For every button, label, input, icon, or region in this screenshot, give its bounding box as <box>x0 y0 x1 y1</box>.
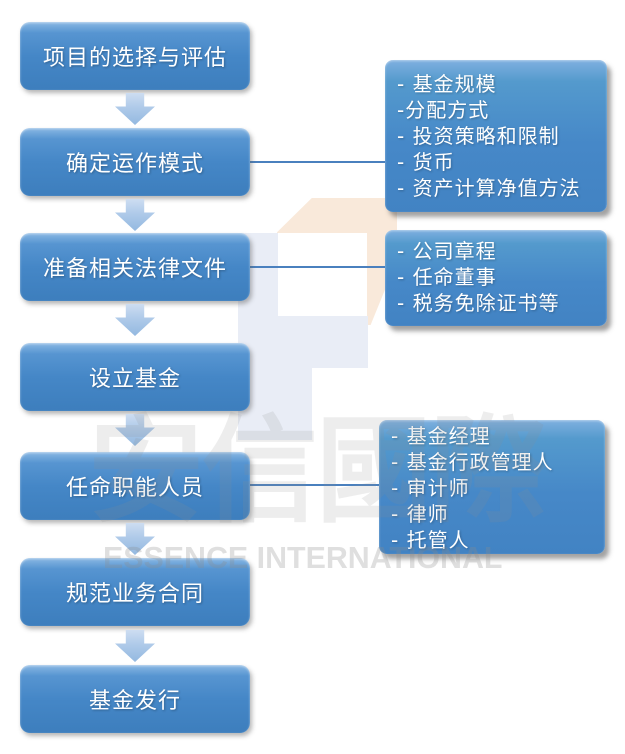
flow-step-legal-documents: 准备相关法律文件 <box>20 233 250 301</box>
down-arrow-icon-6 <box>115 630 155 662</box>
down-arrow-icon-4 <box>115 414 155 446</box>
connector-line-operation-mode <box>250 161 385 163</box>
side-note-item: - 律师 <box>391 502 449 526</box>
logo-cube-white-face <box>277 233 367 318</box>
down-arrow-icon-2 <box>115 199 155 231</box>
side-note-item: - 公司章程 <box>397 239 497 263</box>
side-note-item: - 税务免除证书等 <box>397 291 560 315</box>
flow-step-label: 确定运作模式 <box>65 152 204 177</box>
side-note-item: - 审计师 <box>391 476 470 500</box>
flow-step-label: 任命职能人员 <box>65 476 204 501</box>
side-note-personnel: - 基金经理 - 基金行政管理人 - 审计师 - 律师 - 托管人 <box>379 420 605 554</box>
flow-step-fund-issue: 基金发行 <box>20 665 250 733</box>
flow-step-project-selection: 项目的选择与评估 <box>20 22 250 90</box>
side-note-item: -分配方式 <box>397 98 490 122</box>
flow-step-establish-fund: 设立基金 <box>20 343 250 411</box>
side-note-item: - 基金规模 <box>397 72 497 96</box>
side-note-item: - 货币 <box>397 150 455 174</box>
down-arrow-icon-1 <box>115 93 155 125</box>
side-note-item: - 投资策略和限制 <box>397 124 560 148</box>
logo-l-shape-patch <box>278 352 312 440</box>
flow-step-appoint-personnel: 任命职能人员 <box>20 452 250 520</box>
flow-step-label: 基金发行 <box>88 689 181 714</box>
down-arrow-icon-5 <box>115 523 155 555</box>
connector-line-legal-documents <box>250 266 385 268</box>
connector-line-personnel <box>250 484 379 486</box>
flow-step-label: 项目的选择与评估 <box>42 46 227 71</box>
flow-step-label: 规范业务合同 <box>65 582 204 607</box>
side-note-item: - 资产计算净值方法 <box>397 176 581 200</box>
side-note-item: - 任命董事 <box>397 265 497 289</box>
side-note-operation-mode: - 基金规模 -分配方式 - 投资策略和限制 - 货币 - 资产计算净值方法 <box>385 60 607 212</box>
side-note-item: - 基金行政管理人 <box>391 450 554 474</box>
side-note-item: - 基金经理 <box>391 424 491 448</box>
down-arrow-icon-3 <box>115 304 155 336</box>
side-note-legal-documents: - 公司章程 - 任命董事 - 税务免除证书等 <box>385 230 607 326</box>
flow-step-label: 设立基金 <box>88 367 181 392</box>
side-note-item: - 托管人 <box>391 528 470 552</box>
flow-step-operation-mode: 确定运作模式 <box>20 128 250 196</box>
flow-step-business-contracts: 规范业务合同 <box>20 558 250 626</box>
flow-step-label: 准备相关法律文件 <box>42 257 227 282</box>
